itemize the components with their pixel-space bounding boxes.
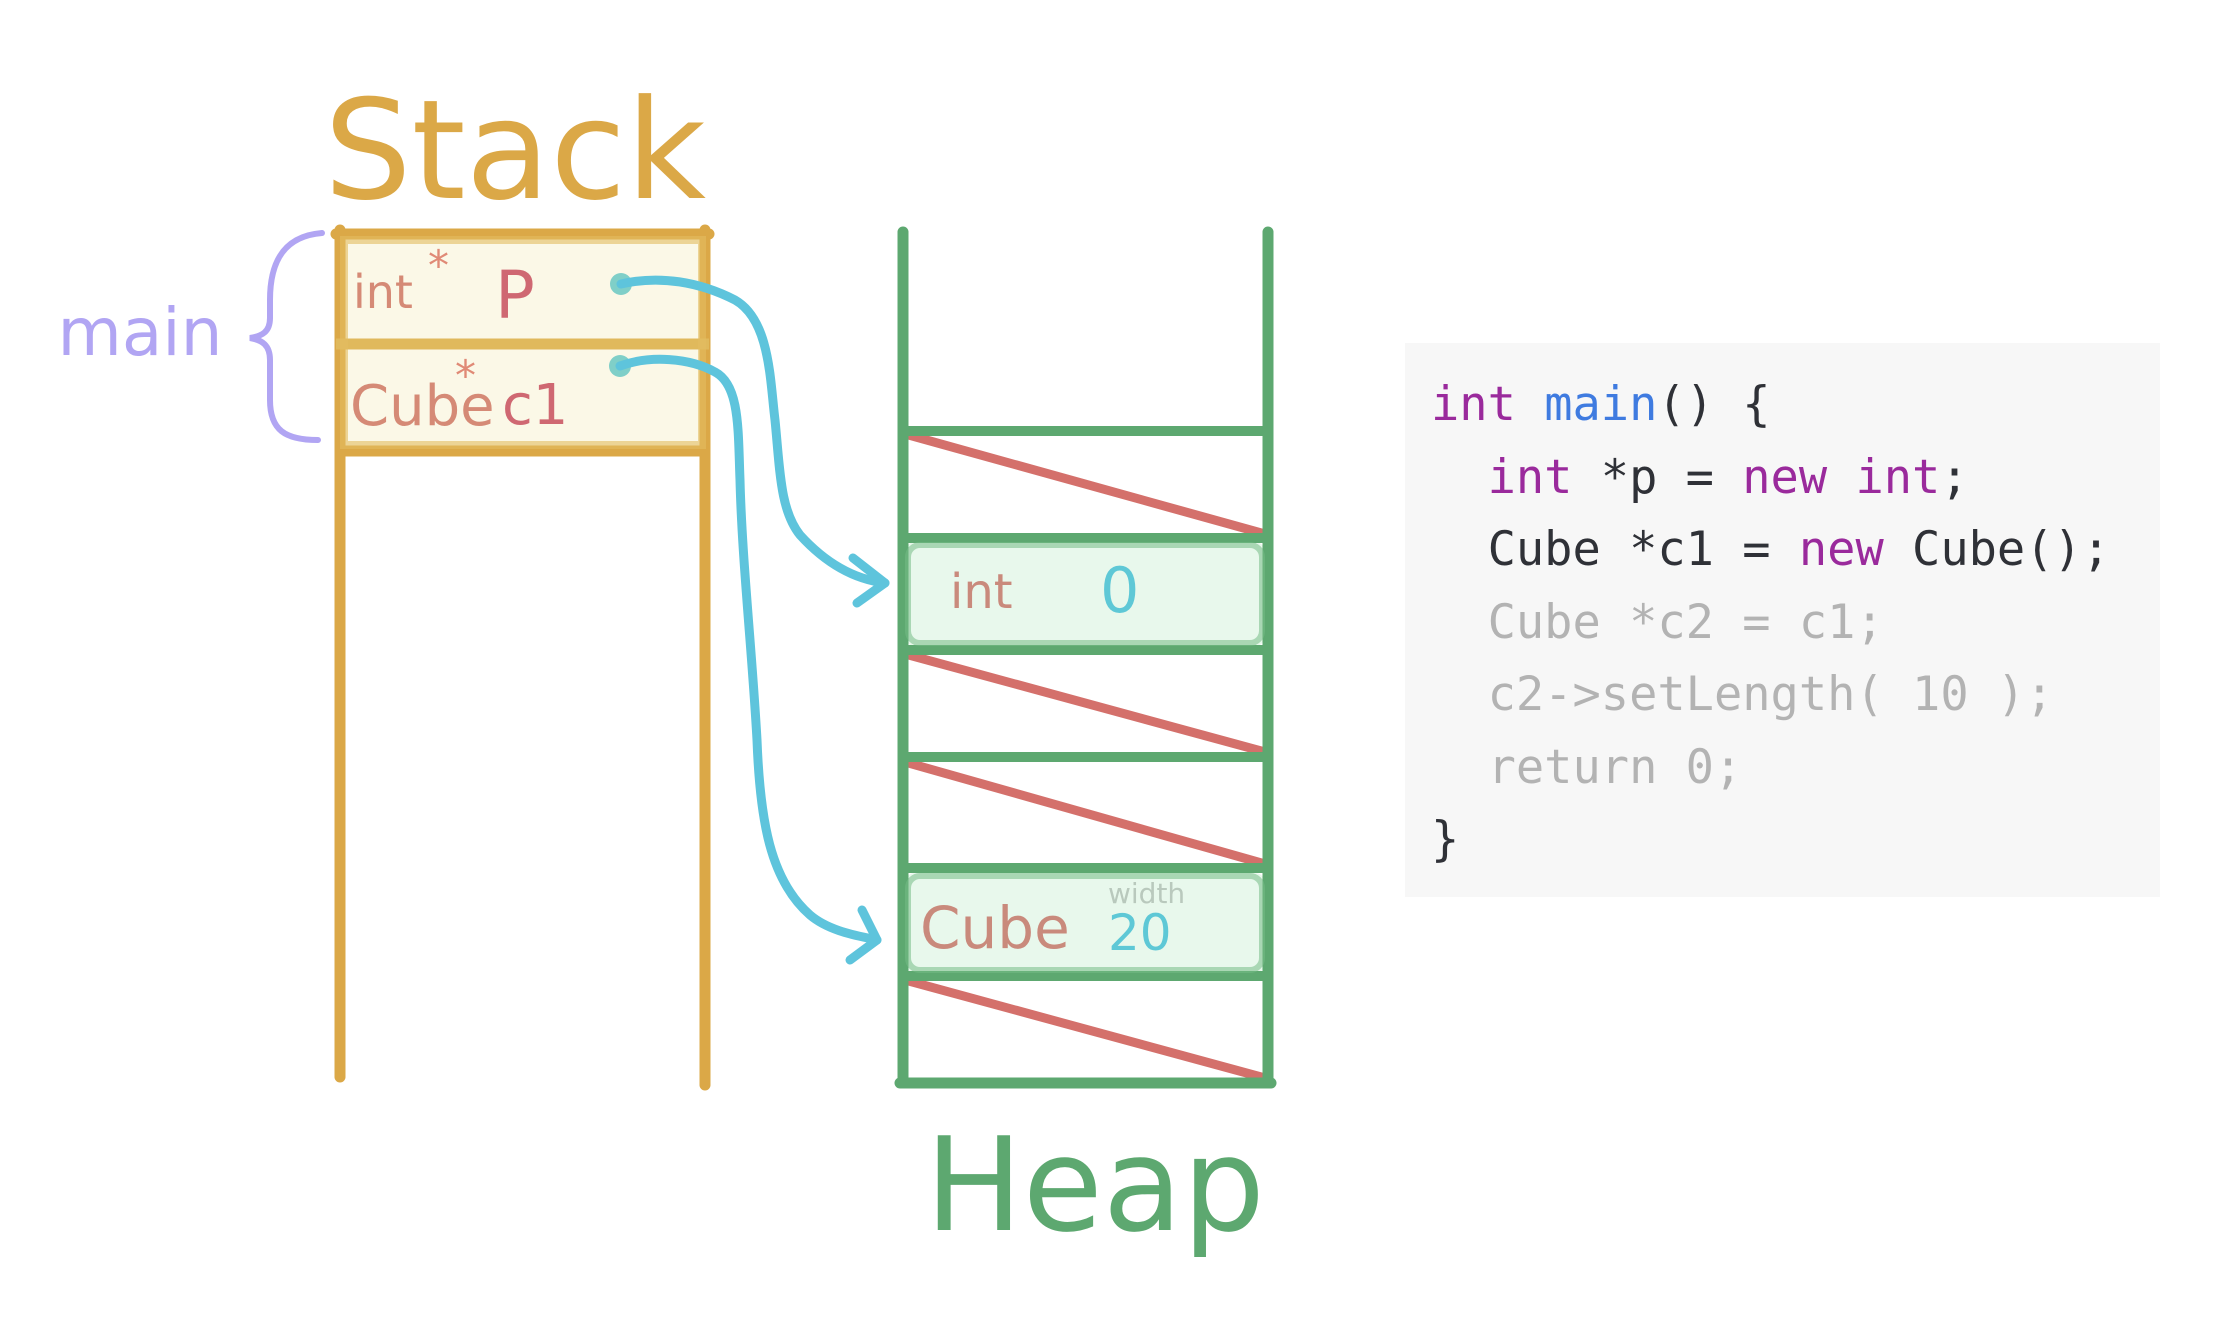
stack-row-name: P [495,257,535,334]
code-token: int [1487,449,1573,505]
stack [330,224,715,1091]
heap-cell-field-label: width [1108,877,1185,910]
heap-freed-slash [903,975,1267,1083]
code-token: *p = [1572,449,1743,505]
heap-freed-slash [903,649,1267,757]
heap-cell-int [905,542,1265,646]
stack-row-star: * [455,351,476,400]
code-token: ; [1940,449,1969,505]
stack-title: Stack [324,70,706,231]
code-token: c2->setLength( 10 ); [1487,667,2054,722]
code-token [1827,450,1855,505]
arrowhead-icon [848,553,890,608]
heap-cell-type: int [950,564,1013,620]
code-line: c2->setLength( 10 ); [1431,659,2110,732]
code-token [1516,377,1544,432]
stack-row-p: int * P [353,241,535,334]
stack-row-name: c1 [502,373,568,438]
heap-cell-type: Cube [920,894,1070,962]
frame-brace [249,230,325,443]
code-token: Cube *c1 = [1487,522,1799,577]
code-token: main [1544,377,1658,432]
code-token: Cube *c2 = c1; [1487,594,1884,650]
arrowhead-icon [845,905,882,965]
code-line: Cube *c2 = c1; [1431,587,2110,660]
stack-row-c1: Cube * c1 [350,351,568,439]
code-token: int [1431,377,1516,432]
frame-label: main [58,294,223,371]
code-token: return 0; [1487,739,1743,795]
code-token: int [1855,449,1941,505]
code-token: () { [1657,377,1771,432]
code-token: } [1431,812,1460,867]
code-line: } [1431,804,2110,877]
code-line: return 0; [1431,732,2110,805]
stack-row-type: int [353,265,413,319]
stack-row-type: Cube [350,374,495,439]
heap-freed-slash [903,757,1267,869]
code-line: Cube *c1 = new Cube(); [1431,514,2111,587]
heap-cell-value: 20 [1108,904,1172,962]
code-panel: int main() { int *p = new int; Cube *c1 … [1405,343,2160,897]
heap [894,226,1277,1089]
code-block: int main() { int *p = new int; Cube *c1 … [1431,369,2110,877]
pointer-p-arrow [610,273,890,608]
code-line: int *p = new int; [1431,442,2110,515]
heap-title: Heap [925,1109,1265,1261]
code-token: new [1742,449,1828,505]
heap-cell-value: 0 [1100,554,1139,627]
code-token: Cube(); [1883,522,2111,577]
heap-cell-cube [905,873,1265,973]
heap-freed-slash [903,429,1267,539]
code-line: int main() { [1431,369,2110,442]
pointer-c1-arrow [609,354,882,965]
code-token: new [1798,522,1884,577]
stack-row-star: * [428,241,449,290]
